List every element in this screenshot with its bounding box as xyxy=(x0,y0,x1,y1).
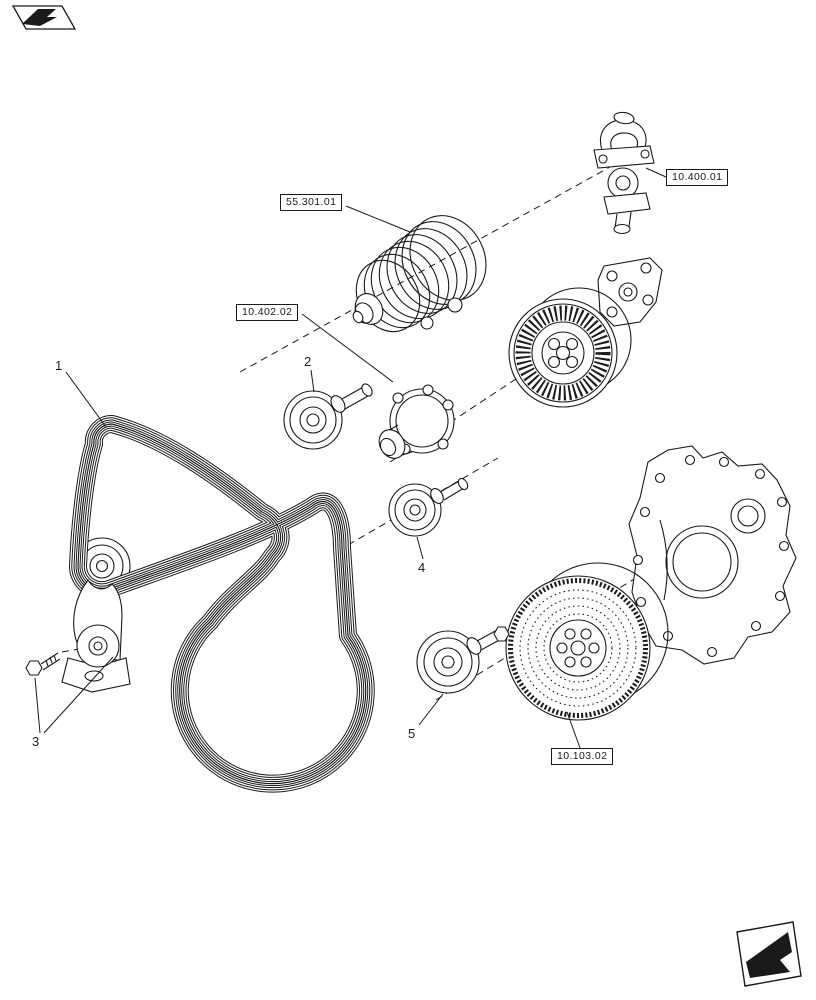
timing-cover xyxy=(628,445,797,665)
water-pump-pulley xyxy=(508,287,632,408)
crankshaft-pulley xyxy=(505,562,669,721)
idler-pulley-5 xyxy=(416,626,510,694)
ref-box-crank-pulley[interactable]: 10.103.02 xyxy=(551,748,614,765)
thermostat-housing xyxy=(593,111,655,235)
callout-item-1: 1 xyxy=(55,358,63,373)
tensioner-bolt xyxy=(25,652,61,676)
callout-item-2: 2 xyxy=(304,354,312,369)
ref-box-thermostat[interactable]: 10.400.01 xyxy=(666,169,729,186)
leader-lines xyxy=(34,167,667,749)
callout-item-3: 3 xyxy=(32,734,40,749)
belt-tensioner xyxy=(25,579,131,693)
page-forward-icon[interactable] xyxy=(736,921,802,987)
ref-box-alternator[interactable]: 55.301.01 xyxy=(280,194,343,211)
water-pump xyxy=(378,384,455,459)
idler-pulley-2 xyxy=(283,383,373,450)
pump-bracket xyxy=(597,257,663,327)
alternator xyxy=(352,215,487,333)
idler-pulley-4 xyxy=(388,477,469,537)
callout-item-4: 4 xyxy=(418,560,426,575)
callout-item-5: 5 xyxy=(408,726,416,741)
page-back-icon[interactable] xyxy=(11,5,77,30)
ref-box-water-pump[interactable]: 10.402.02 xyxy=(236,304,299,321)
